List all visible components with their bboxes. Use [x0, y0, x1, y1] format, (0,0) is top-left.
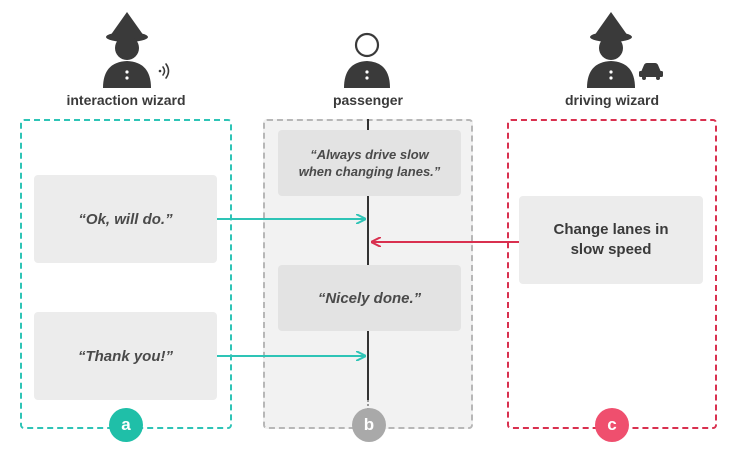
badge-c: c: [595, 408, 629, 442]
message-ok-will-do-text: “Ok, will do.”: [78, 210, 173, 228]
role-label-passenger: passenger: [332, 92, 404, 108]
signal-icon: [158, 63, 170, 79]
command-change-lanes-text: Change lanes in slow speed: [553, 221, 669, 258]
message-always-drive-slow-text: “Always drive slow when changing lanes.”: [298, 147, 441, 179]
badge-b: b: [352, 408, 386, 442]
role-label-interaction-wizard: interaction wizard: [66, 92, 186, 108]
badge-a: a: [109, 408, 143, 442]
car-icon: [639, 63, 663, 80]
message-always-drive-slow: “Always drive slow when changing lanes.”: [278, 130, 461, 196]
message-nicely-done-text: “Nicely done.”: [317, 289, 422, 307]
command-change-lanes: Change lanes in slow speed: [519, 196, 703, 284]
driving-wizard-icon: [587, 12, 635, 88]
passenger-icon: [344, 32, 390, 88]
message-thank-you: “Thank you!”: [34, 312, 217, 400]
message-ok-will-do: “Ok, will do.”: [34, 175, 217, 263]
role-label-driving-wizard: driving wizard: [564, 92, 660, 108]
interaction-wizard-icon: [103, 12, 151, 88]
message-thank-you-text: “Thank you!”: [77, 347, 173, 365]
message-nicely-done: “Nicely done.”: [278, 265, 461, 331]
